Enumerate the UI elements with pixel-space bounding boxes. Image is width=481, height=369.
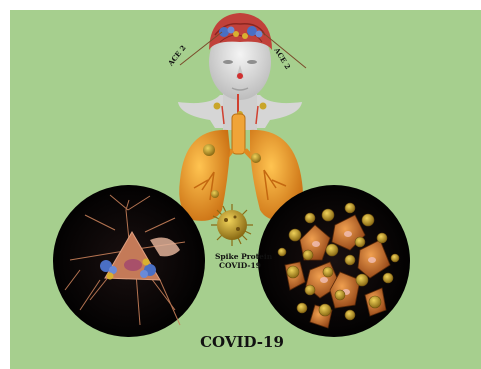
infected-cells-disc — [258, 185, 410, 337]
spike-label-line1: Spike Protein — [215, 252, 265, 261]
illustration — [10, 10, 481, 369]
figure-title: COVID-19 — [192, 333, 292, 351]
spike-protein-virus — [211, 204, 253, 246]
head-illustration — [178, 13, 302, 130]
spike-label-line2: COVID-19 — [215, 261, 265, 270]
spike-protein-label: Spike Protein COVID-19 — [215, 252, 265, 270]
neuron-disc — [53, 185, 205, 337]
figure-panel: ACE 2 ACE 2 Spike Protein COVID-19 COVID… — [10, 10, 481, 369]
